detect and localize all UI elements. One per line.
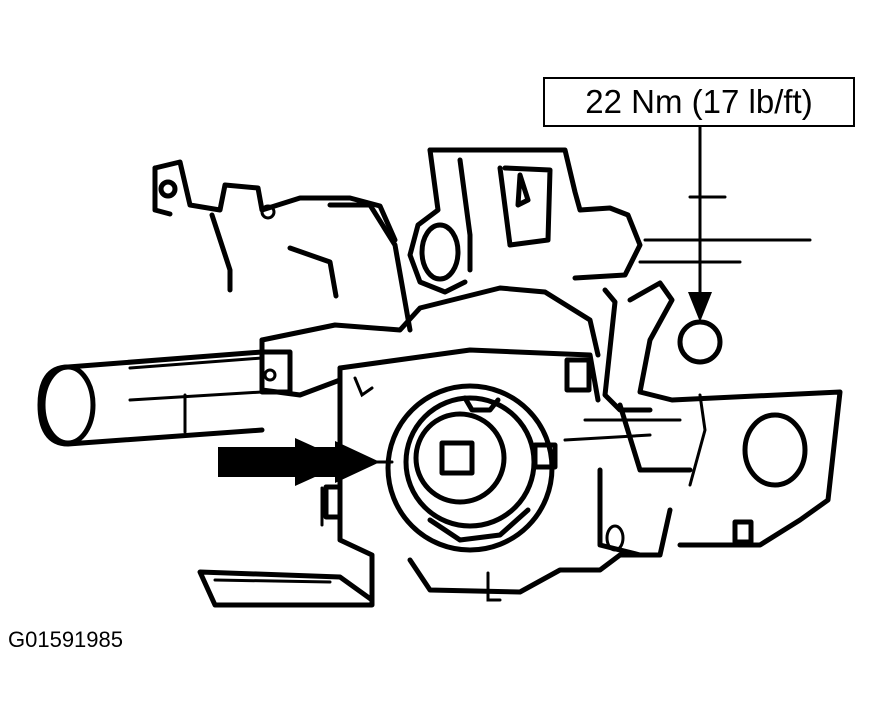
torque-arrow <box>688 125 712 322</box>
shaft <box>37 349 265 447</box>
right-side-bracket <box>563 280 843 548</box>
central-body <box>197 285 673 608</box>
torque-callout-label: 22 Nm (17 lb/ft) <box>543 77 855 127</box>
lock-cylinder <box>385 383 558 553</box>
top-left-bracket <box>152 159 413 333</box>
direction-arrows <box>218 438 394 486</box>
upper-housing <box>407 147 812 295</box>
figure-id: G01591985 <box>8 627 123 652</box>
